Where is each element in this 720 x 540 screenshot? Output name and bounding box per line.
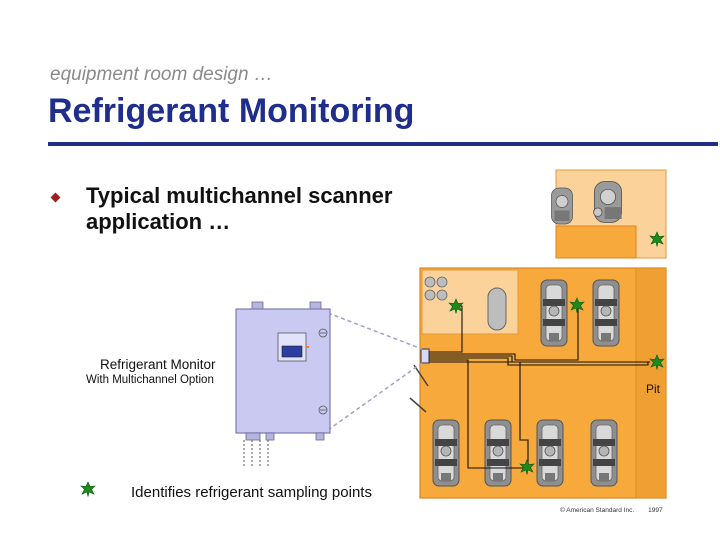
chiller-lower-3 [536,419,564,487]
upper-room [551,169,667,259]
chiller-lower-1 [432,419,460,487]
chiller-upper-1 [540,279,568,347]
legend-marker-icon [80,481,96,497]
copyright-text: © American Standard Inc. [560,507,635,514]
main-room [409,267,667,499]
monitor-label: Refrigerant Monitor [100,357,216,372]
receiver-tank [487,287,507,331]
upper-chiller-1 [551,187,573,225]
slide-subtitle: equipment room design … [50,64,273,85]
pit-label: Pit [646,382,661,396]
title-rule [48,142,718,146]
chiller-lower-2 [484,419,512,487]
copyright: © American Standard Inc. 1997 [560,507,663,514]
refrigerant-monitor-unit [235,301,331,466]
legend-text: Identifies refrigerant sampling points [131,484,372,501]
chiller-lower-4 [590,419,618,487]
small-tanks [424,276,448,301]
upper-chiller-2 [593,181,623,223]
copyright-year: 1997 [648,507,663,514]
bullet-text: Typical multichannel scanner application… [86,183,393,234]
monitor-option-label: With Multichannel Option [86,374,214,386]
slide-title: Refrigerant Monitoring [48,92,415,130]
chiller-upper-2 [592,279,620,347]
sampling-tubing [420,305,650,469]
